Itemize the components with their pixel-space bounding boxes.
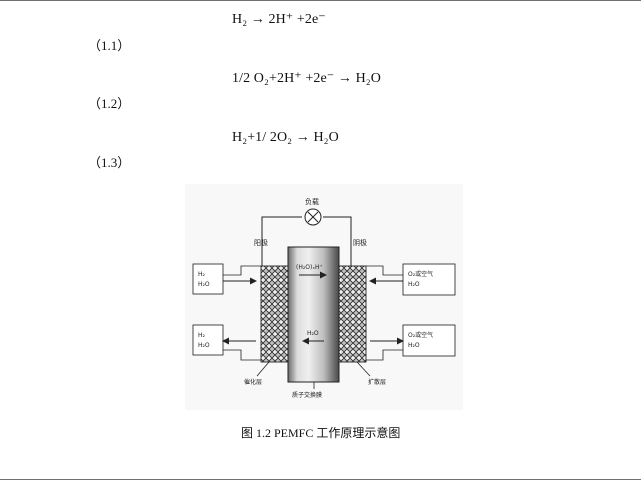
equation-3: H₂+1/ 2O₂ → H₂O: [232, 127, 339, 149]
equation-2: 1/2 O₂+2H⁺ +2e⁻ → H₂O: [232, 68, 381, 90]
right-top-gas-box: [402, 263, 456, 296]
catalyst-layer-leader-line: [256, 361, 270, 377]
right-bottom-flow-channel: [366, 349, 403, 361]
left-bottom-box-line2: H₂O: [198, 342, 210, 349]
right-bottom-box-line2: H₂O: [408, 342, 420, 349]
load-cross-icon: [307, 211, 319, 223]
left-bottom-flow-channel: [223, 349, 261, 361]
pemfc-diagram: 负载 阳极 阴极 H₂ H₂O H₂ H₂O O₂或空气 H₂O O₂或空气 H…: [185, 184, 463, 410]
left-bottom-box-line1: H₂: [198, 332, 206, 339]
equation-1-text: H₂ → 2H⁺ +2e⁻: [232, 12, 326, 27]
left-external-wire: [261, 216, 302, 267]
left-top-box-line1: H₂: [198, 271, 206, 278]
right-external-wire: [323, 216, 352, 267]
equation-2-text: 1/2 O₂+2H⁺ +2e⁻ → H₂O: [232, 71, 381, 86]
anode-catalyst-layer: [260, 265, 289, 363]
diffusion-layer-label: 扩散层: [368, 378, 386, 386]
equation-3-text: H₂+1/ 2O₂ → H₂O: [232, 130, 339, 145]
left-top-box-line2: H₂O: [198, 281, 210, 288]
equation-1: H₂ → 2H⁺ +2e⁻: [232, 9, 326, 31]
figure-caption: 图 1.2 PEMFC 工作原理示意图: [241, 426, 401, 440]
equation-2-number: （1.2）: [88, 96, 131, 111]
proton-exchange-membrane: [287, 246, 340, 383]
membrane-bottom-species-label: H₂O: [307, 330, 319, 337]
cathode-label: 阴极: [353, 238, 367, 247]
right-top-box-line2: H₂O: [408, 281, 420, 288]
equation-1-number: （1.1）: [88, 38, 131, 53]
proton-exchange-membrane-label: 质子交换膜: [292, 391, 322, 399]
right-top-box-line1: O₂或空气: [408, 270, 433, 278]
right-bottom-gas-box: [402, 324, 456, 357]
pemfc-figure: 负载 阳极 阴极 H₂ H₂O H₂ H₂O O₂或空气 H₂O O₂或空气 H…: [185, 184, 463, 410]
right-bottom-box-line1: O₂或空气: [408, 331, 433, 339]
catalyst-layer-label: 催化层: [244, 378, 262, 386]
left-top-gas-box: [192, 263, 224, 295]
load-label: 负载: [305, 197, 319, 206]
cathode-diffusion-layer: [338, 265, 367, 363]
right-top-flow-channel: [366, 265, 403, 276]
left-bottom-gas-box: [192, 324, 224, 356]
membrane-top-species-label: (H₂O)ₓH⁺: [296, 264, 323, 271]
left-top-flow-channel: [223, 265, 261, 276]
equation-3-number: （1.3）: [88, 155, 131, 170]
anode-label: 阳极: [254, 238, 268, 247]
diffusion-layer-leader-line: [356, 361, 371, 377]
